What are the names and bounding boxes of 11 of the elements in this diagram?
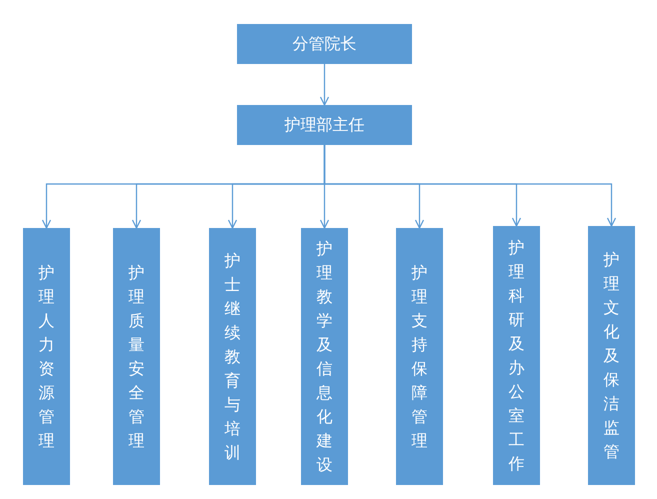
title-box: 护理部主任 xyxy=(237,105,412,145)
department-box: 护理文化及保洁监管 xyxy=(588,226,635,485)
department-box: 护理科研及办公室工作 xyxy=(493,226,540,485)
department-box: 护理质量安全管理 xyxy=(113,228,160,485)
arrow xyxy=(320,64,330,106)
department-box: 护士继续教育与培训 xyxy=(209,228,256,485)
title-box: 分管院长 xyxy=(237,24,412,64)
department-box: 护理支持保障管理 xyxy=(396,228,443,485)
department-box: 护理教学及信息化建设 xyxy=(301,228,348,485)
arrow xyxy=(324,145,616,227)
department-box: 护理人力资源管理 xyxy=(23,228,70,485)
